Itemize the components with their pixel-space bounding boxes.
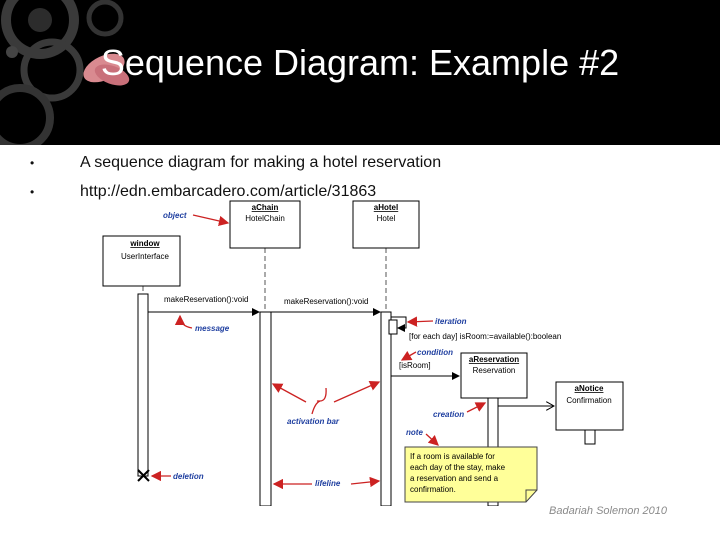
object-reservation: aReservation Reservation (460, 352, 528, 399)
svg-text:If a room is available for: If a room is available for (410, 452, 495, 461)
svg-text:deletion: deletion (173, 472, 204, 481)
annotation-creation: creation (433, 402, 487, 419)
bullet-item: • http://edn.embarcadero.com/article/318… (30, 177, 441, 206)
svg-text:condition: condition (417, 348, 453, 357)
svg-text:HotelChain: HotelChain (245, 214, 285, 223)
slide-header: Sequence Diagram: Example #2 (0, 0, 720, 145)
footer-credit: Badariah Solemon 2010 (549, 505, 668, 517)
annotation-iteration: iteration (406, 316, 467, 327)
svg-text:iteration: iteration (435, 317, 467, 326)
svg-text:[for each day] isRoom:=availab: [for each day] isRoom:=available():boole… (409, 332, 561, 341)
deletion-icon (137, 469, 150, 482)
svg-text:creation: creation (433, 410, 464, 419)
message-self-iteration: [for each day] isRoom:=available():boole… (391, 316, 561, 341)
bullet-list: • A sequence diagram for making a hotel … (30, 148, 441, 206)
svg-text:activation bar: activation bar (287, 417, 340, 426)
annotation-activation-bar: activation bar (271, 380, 381, 426)
annotation-object: object (163, 211, 230, 227)
svg-text:lifeline: lifeline (315, 479, 341, 488)
activation-bar-hotel-self (388, 319, 398, 335)
svg-text:Confirmation: Confirmation (566, 396, 611, 405)
svg-text:window: window (129, 239, 160, 248)
svg-text:message: message (195, 324, 230, 333)
activation-bar-notice (584, 429, 596, 445)
annotation-condition: condition (400, 348, 453, 361)
sequence-diagram: window UserInterface aChain HotelChain a… (102, 200, 624, 506)
svg-text:aNotice: aNotice (575, 384, 604, 393)
bullet-link[interactable]: http://edn.embarcadero.com/article/31863 (80, 182, 377, 200)
svg-text:Reservation: Reservation (473, 366, 516, 375)
svg-text:Hotel: Hotel (377, 214, 396, 223)
svg-text:UserInterface: UserInterface (121, 252, 170, 261)
svg-text:[isRoom]: [isRoom] (399, 361, 431, 370)
message-create-reservation: [isRoom] (391, 361, 460, 380)
activation-bar-window (137, 293, 149, 477)
annotation-lifeline: lifeline (272, 476, 381, 490)
svg-text:a reservation and send a: a reservation and send a (410, 474, 499, 483)
svg-text:each day of the stay, make: each day of the stay, make (410, 463, 506, 472)
bullet-icon: • (30, 155, 35, 170)
svg-text:makeReservation():void: makeReservation():void (164, 295, 248, 304)
activation-bar-hotel (380, 311, 392, 506)
svg-text:aReservation: aReservation (469, 355, 519, 364)
annotation-note: note (406, 428, 439, 446)
svg-text:note: note (406, 428, 423, 437)
bullet-item: • A sequence diagram for making a hotel … (30, 148, 441, 177)
bullet-text: A sequence diagram for making a hotel re… (80, 153, 442, 171)
object-notice: aNotice Confirmation (555, 381, 624, 431)
svg-text:aChain: aChain (252, 203, 279, 212)
activation-bar-chain (259, 311, 272, 506)
object-hotel: aHotel Hotel (352, 200, 420, 249)
object-chain: aChain HotelChain (229, 200, 301, 249)
svg-text:makeReservation():void: makeReservation():void (284, 297, 368, 306)
slide-title: Sequence Diagram: Example #2 (100, 42, 620, 83)
object-window: window UserInterface (102, 235, 181, 287)
message-make-reservation-2: makeReservation():void (271, 297, 381, 316)
message-make-reservation-1: makeReservation():void (148, 295, 260, 316)
header-decoration (0, 0, 130, 145)
annotation-message: message (174, 314, 230, 333)
note: If a room is available for each day of t… (404, 446, 538, 503)
svg-text:object: object (163, 211, 187, 220)
annotation-deletion: deletion (150, 470, 204, 482)
bullet-icon: • (30, 184, 35, 199)
svg-text:confirmation.: confirmation. (410, 485, 456, 494)
svg-text:aHotel: aHotel (374, 203, 398, 212)
